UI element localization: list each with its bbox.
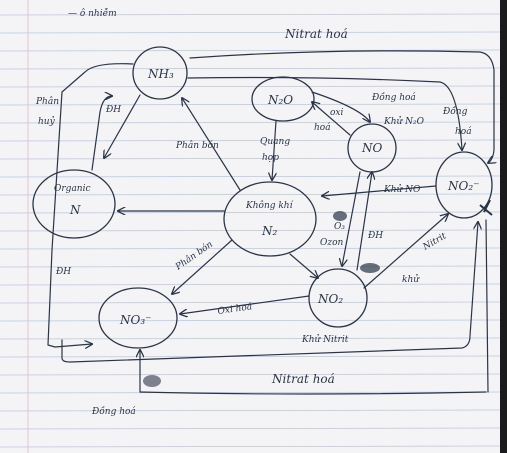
label-khu-no-right: Khử NO xyxy=(383,184,421,195)
node-n2o-label: N₂O xyxy=(267,93,293,107)
label-oxi-hoa: Oxi hoá xyxy=(217,301,253,317)
edge-right-vertical xyxy=(485,219,489,393)
scribbles xyxy=(143,199,493,387)
label-ozon-1: O₃ xyxy=(334,222,345,232)
edge-no2r-n2 xyxy=(322,185,437,196)
edge-n2-nh3 xyxy=(182,98,241,191)
label-oxi-1: oxi xyxy=(330,108,343,118)
edge-bottom-line xyxy=(139,391,487,395)
label-nitrat-top: Nitrat hoá xyxy=(284,27,348,41)
node-no2-mid-label: NO₂ xyxy=(317,292,343,306)
label-dong-right-1: Đồng xyxy=(442,106,468,117)
edge-n2-no3 xyxy=(172,239,233,294)
edge-left-loop xyxy=(47,63,134,347)
label-dh-mid: ĐH xyxy=(367,231,383,241)
node-organic-label-top: Organic xyxy=(54,184,91,194)
node-no3-circle xyxy=(98,287,178,349)
edge-nh3-organic xyxy=(104,94,141,158)
edge-no2mid-no2r xyxy=(363,214,448,289)
label-nitrat-bottom: Nitrat hoá xyxy=(271,372,335,386)
label-ozon-2: Ozon xyxy=(320,238,344,248)
node-no2-right-circle xyxy=(435,151,493,219)
node-no3-label: NO₃⁻ xyxy=(119,313,151,327)
edge-n2o-no xyxy=(311,91,370,122)
label-phan-ban-1: Phân bón xyxy=(175,140,219,151)
scribble-mark-1 xyxy=(333,211,347,221)
node-n2-circle xyxy=(223,181,317,257)
edge-nh3-no2-right xyxy=(187,76,462,151)
edge-nitrat-top xyxy=(189,50,495,151)
node-n2-label-top: Không khí xyxy=(245,200,294,211)
label-dh-left: ĐH xyxy=(55,267,71,277)
scribble-mark-3 xyxy=(143,375,161,387)
label-phan-huy-2: huỷ xyxy=(38,116,56,127)
node-no2-right-label: NO₂⁻ xyxy=(447,179,479,193)
node-n2-label-bottom: N₂ xyxy=(261,224,278,238)
label-dh-upper: ĐH xyxy=(105,105,121,115)
label-phan-huy-1: Phân xyxy=(35,96,59,107)
edge-no-no2mid xyxy=(342,171,361,266)
node-organic-circle xyxy=(32,169,116,239)
edge-no2mid-no3 xyxy=(180,295,310,314)
label-khu-right: khử xyxy=(402,274,420,285)
edge-nitrat-bottom xyxy=(61,222,478,363)
label-dong-hoa-2: Khử N₂O xyxy=(383,116,425,127)
label-dong-hoa-1: Đồng hoá xyxy=(371,92,416,103)
label-khu-nitrit: Khử Nitrit xyxy=(301,334,349,345)
scribble-mark-2 xyxy=(360,263,380,273)
node-nh3-label: NH₃ xyxy=(147,67,174,81)
label-quang-2: hợp xyxy=(262,153,279,163)
header-scribble: — ô nhiễm xyxy=(68,8,117,19)
label-dong-right-2: hoá xyxy=(455,126,472,137)
edge-no-n2o xyxy=(312,102,351,136)
edge-no2mid-no xyxy=(356,172,372,271)
scribble-mark-4 xyxy=(479,199,493,216)
edge-n2o-n2 xyxy=(272,120,276,180)
node-no2-mid-circle xyxy=(308,268,368,328)
node-n2o-circle xyxy=(251,76,315,122)
node-organic-label-bottom: N xyxy=(69,203,81,217)
node-no-label: NO xyxy=(361,141,383,155)
label-oxi-2: hoá xyxy=(314,122,331,133)
node-nh3-circle xyxy=(132,46,188,100)
edge-n2-no2mid xyxy=(289,253,318,278)
label-dong-hoa-bottom: Đồng hoá xyxy=(91,406,136,417)
label-quang-1: Quang xyxy=(260,137,290,147)
edge-organic-nh3 xyxy=(91,96,112,171)
edge-nitrat-top-head xyxy=(488,149,494,163)
